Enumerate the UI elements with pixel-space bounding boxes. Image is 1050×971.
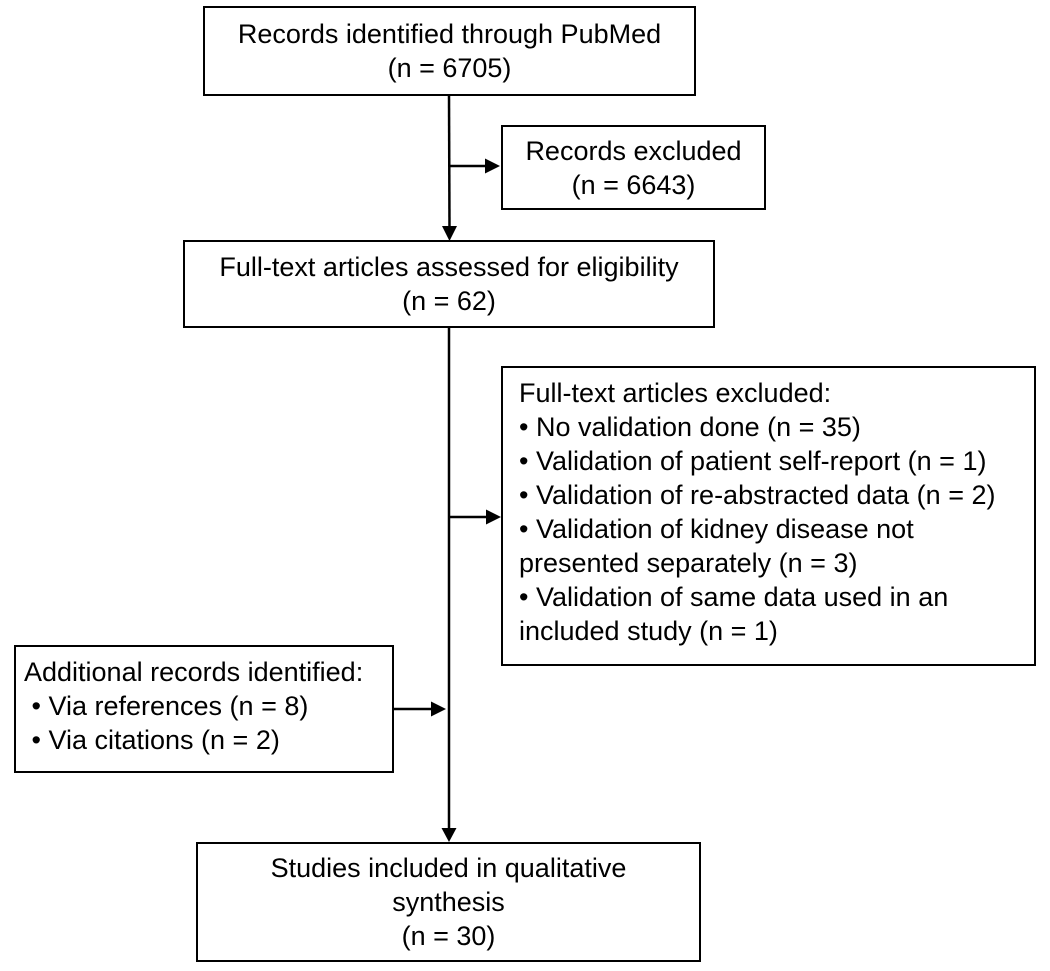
exclusion-reason-continued: presented separately (n = 3) [519,548,858,578]
exclusion-reason: • Validation of kidney disease not [519,514,914,544]
additional-records-heading: Additional records identified: [24,657,364,687]
records-excluded-label: Records excluded [525,135,742,166]
identified-box: Records identified through PubMed (n = 6… [203,6,696,96]
exclusion-reason: • Validation of same data used in an [519,582,949,612]
exclusion-reason-continued: included study (n = 1) [519,616,778,646]
included-count: (n = 30) [401,921,496,951]
included-label-continued: synthesis [392,887,505,917]
exclusion-reason: • Validation of re-abstracted data (n = … [519,480,996,510]
records-excluded-box: Records excluded (n = 6643) [501,125,766,210]
identified-count: (n = 6705) [387,53,512,83]
identified-label: Records identified through PubMed [237,19,662,49]
included-label: Studies included in qualitative [270,853,627,883]
additional-records-source: • Via citations (n = 2) [24,725,280,755]
fulltext-assessed-label: Full-text articles assessed for eligibil… [219,252,679,282]
arrowhead-included [441,828,457,842]
arrowhead-fulltext [442,226,457,241]
additional-records-box: Additional records identified: • Via ref… [14,645,394,773]
included-box: Studies included in qualitative synthesi… [196,842,701,962]
fulltext-excluded-box: Full-text articles excluded: • No valida… [501,366,1036,666]
arrowhead-fulltext-excluded [486,509,501,525]
additional-records-source: • Via references (n = 8) [24,691,309,721]
arrow-identified-to-fulltext [447,94,451,229]
arrowhead-additional-records [431,701,446,717]
fulltext-assessed-count: (n = 62) [402,286,496,316]
exclusion-reason: • No validation done (n = 35) [519,412,861,442]
fulltext-excluded-heading: Full-text articles excluded: [519,378,832,408]
arrowhead-records-excluded [485,158,500,174]
fulltext-assessed-box: Full-text articles assessed for eligibil… [183,240,715,328]
records-excluded-count: (n = 6643) [571,169,696,200]
exclusion-reason: • Validation of patient self-report (n =… [519,446,987,476]
